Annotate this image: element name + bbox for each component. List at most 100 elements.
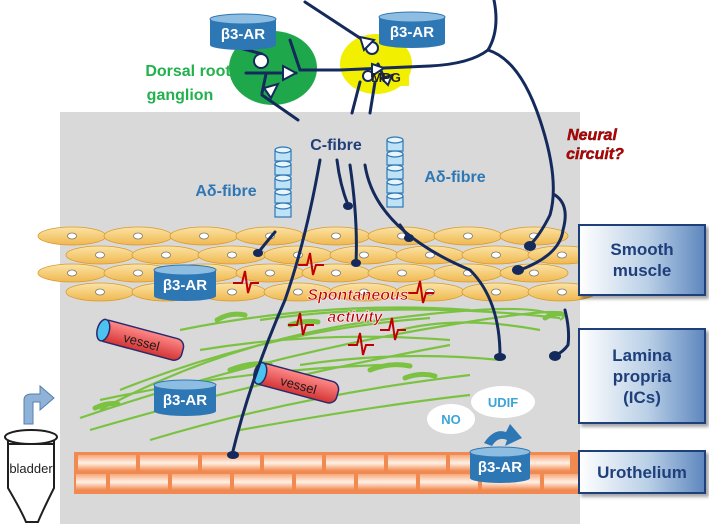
myelin-segment	[386, 178, 404, 194]
myelin-segment	[274, 202, 292, 218]
beta3-receptors: β3-AR β3-AR β3-AR β3-AR β3-AR	[153, 11, 531, 483]
urothelial-cell	[234, 474, 292, 490]
bladder-icon	[4, 429, 58, 523]
beta3-receptor-label: β3-AR	[221, 26, 265, 43]
urothelial-cell	[420, 474, 478, 490]
mpg-label: MPG	[371, 70, 401, 85]
cell-nucleus	[463, 232, 473, 240]
urothelial-cell	[78, 455, 136, 471]
spontaneous-activity-spikes	[233, 252, 434, 356]
neural-circuit-line2: circuit?	[566, 146, 624, 163]
lamina-line2: propria	[612, 366, 672, 386]
beta3-receptor-label: β3-AR	[163, 277, 207, 294]
cell-nucleus	[491, 288, 501, 296]
myelin-segment	[274, 188, 292, 204]
beta3-receptor-label: β3-AR	[163, 392, 207, 409]
cell-nucleus	[199, 232, 209, 240]
smooth-muscle-box: Smooth muscle	[578, 224, 706, 296]
urothelium-box: Urothelium	[578, 450, 706, 494]
urothelial-cell	[388, 455, 446, 471]
ad-fibre-label-right: Aδ-fibre	[424, 169, 485, 186]
spontaneous-label-line2: activity	[327, 309, 383, 326]
myelin-segment	[386, 150, 404, 166]
cell-nucleus	[359, 288, 369, 296]
lamina-line3: (ICs)	[623, 387, 661, 407]
urothelial-cell	[358, 474, 416, 490]
cell-nucleus	[293, 288, 303, 296]
udif-label: UDIF	[488, 395, 518, 410]
no-bubble	[427, 404, 475, 434]
activity-spike	[380, 317, 406, 341]
beta3-receptor: β3-AR	[153, 379, 217, 416]
urothelial-cell	[110, 474, 168, 490]
cell-nucleus	[95, 288, 105, 296]
drg-label-line1: Dorsal root	[145, 63, 231, 80]
smooth-muscle-line1: Smooth	[610, 240, 674, 259]
urothelial-cell	[544, 474, 578, 490]
urothelial-cell	[140, 455, 198, 471]
cell-nucleus	[265, 269, 275, 277]
cell-nucleus	[425, 251, 435, 259]
cell-nucleus	[227, 251, 237, 259]
beta3-receptor: β3-AR	[378, 11, 446, 48]
activity-spike	[348, 332, 374, 356]
beta3-receptor: β3-AR	[209, 13, 277, 50]
cell-nucleus	[331, 269, 341, 277]
cell-nucleus	[161, 251, 171, 259]
activity-spike	[233, 270, 259, 294]
nerve-terminals	[227, 202, 561, 459]
udif-bubble	[471, 386, 535, 418]
myelin-segment	[386, 136, 404, 152]
lamina-line1: Lamina	[612, 345, 672, 365]
bladder-arrow-icon	[23, 384, 55, 425]
myelin-segment	[386, 192, 404, 208]
c-fibre-label: C-fibre	[310, 137, 362, 154]
spontaneous-label-line1: Spontaneous	[307, 287, 408, 304]
activity-spike	[288, 312, 314, 336]
urothelial-cell	[202, 455, 260, 471]
ganglion-neurons	[253, 35, 394, 100]
cell-nucleus	[397, 269, 407, 277]
cell-nucleus	[67, 269, 77, 277]
urothelium-label: Urothelium	[597, 462, 687, 482]
cell-nucleus	[557, 251, 567, 259]
beta3-receptor-label: β3-AR	[478, 459, 522, 476]
beta3-receptor-label: β3-AR	[390, 24, 434, 41]
cell-nucleus	[491, 251, 501, 259]
no-label: NO	[441, 412, 461, 427]
beta3-receptor: β3-AR	[153, 264, 217, 301]
cell-nucleus	[67, 232, 77, 240]
cell-nucleus	[359, 251, 369, 259]
cell-nucleus	[557, 288, 567, 296]
cell-nucleus	[529, 269, 539, 277]
lamina-propria-fibres	[79, 306, 566, 442]
urothelial-cell	[296, 474, 354, 490]
ad-fibre-label-left: Aδ-fibre	[195, 183, 256, 200]
neural-circuit-line1: Neural	[567, 127, 617, 144]
cell-nucleus	[133, 269, 143, 277]
release-arrow	[484, 424, 522, 446]
myelin-segment	[274, 146, 292, 162]
cell-nucleus	[95, 251, 105, 259]
activity-spike	[298, 252, 324, 276]
vessel-1	[96, 318, 185, 361]
drg-label-line2: ganglion	[147, 87, 214, 104]
beta3-receptor: β3-AR	[469, 446, 531, 483]
urothelial-cell	[172, 474, 230, 490]
myelin-segment	[386, 164, 404, 180]
urothelial-cell	[76, 474, 106, 490]
smooth-muscle-line2: muscle	[612, 261, 672, 280]
activity-spike	[408, 280, 434, 304]
urothelial-cell	[326, 455, 384, 471]
myelin-segment	[274, 174, 292, 190]
cell-nucleus	[133, 232, 143, 240]
urothelial-cell	[264, 455, 322, 471]
cell-nucleus	[227, 288, 237, 296]
myelin-segment	[274, 160, 292, 176]
a-delta-fibre-coils	[274, 136, 404, 218]
cell-nucleus	[331, 232, 341, 240]
bladder-label: bladder	[9, 461, 53, 476]
